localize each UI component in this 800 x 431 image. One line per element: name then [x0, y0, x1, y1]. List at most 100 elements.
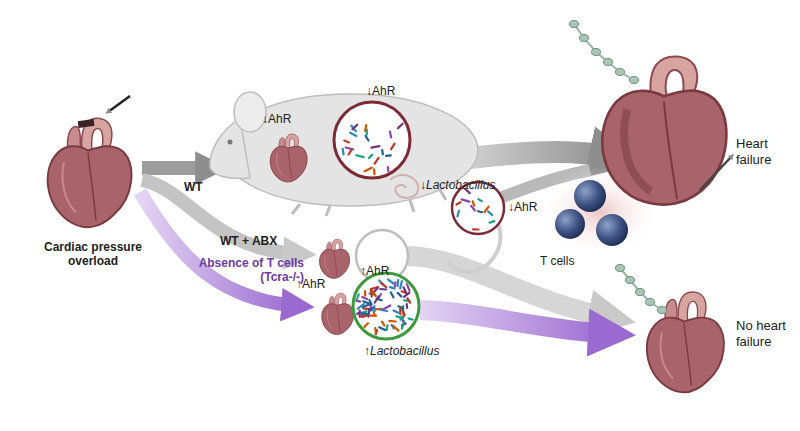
bacteria [457, 188, 495, 229]
bacterium [473, 201, 474, 205]
bacterium [356, 155, 363, 157]
bacterium [391, 144, 395, 150]
bacterium [375, 158, 379, 164]
annotation-label: ↓Lactobacillus [420, 178, 530, 192]
bacterium [462, 199, 470, 201]
heart-illustration [270, 134, 307, 182]
bacterium [352, 125, 357, 130]
bacterium [390, 132, 391, 138]
lymph-node [636, 289, 645, 296]
lymph-node [646, 299, 655, 306]
bacterium [398, 124, 403, 129]
bacterium [379, 327, 385, 330]
pointer-arrow [700, 156, 732, 190]
grey-arrow [470, 152, 615, 158]
bacterium [386, 154, 391, 157]
purple-arrow [140, 192, 298, 306]
lymph-node [592, 49, 601, 56]
bacterium [380, 288, 386, 291]
bacterium [365, 125, 366, 131]
lymph-node-chain [616, 265, 667, 314]
t-cell [574, 180, 606, 212]
bacterium [369, 308, 373, 311]
bacterium [366, 136, 369, 141]
annotation-label: Heart failure [736, 136, 796, 167]
bacterium [363, 323, 369, 328]
annotation-label: ↓AhR [508, 200, 558, 214]
microbiota-circle [334, 102, 410, 178]
bacterium [362, 313, 369, 316]
lymph-node [630, 77, 639, 84]
bacterium [390, 287, 395, 288]
bacterium [473, 228, 479, 230]
annotation-label: WT + ABX [220, 234, 310, 248]
bacterium [388, 279, 394, 283]
annotation-label: ↑AhR [360, 264, 408, 278]
bacterium [374, 328, 377, 334]
annotation-label: Cardiac pressure overload [34, 240, 152, 269]
bacterium [370, 289, 373, 296]
bacterium [369, 155, 372, 158]
bacterium [372, 146, 380, 148]
bacterium [382, 322, 384, 326]
annotation-label: ↓AhR [366, 84, 416, 98]
lymph-node [604, 59, 613, 66]
annotation-label: Absence of T cells (Tcra-/-) [196, 256, 304, 285]
bacterium [406, 304, 409, 308]
bacterium [457, 211, 459, 217]
bacterium [400, 281, 402, 288]
bacterium [490, 221, 495, 223]
bacterium [364, 291, 366, 295]
microbiota-circle [353, 273, 419, 339]
annotation-label: T cells [540, 254, 610, 268]
bacterium [404, 287, 407, 293]
bacterium [407, 283, 410, 290]
lymph-node [616, 265, 625, 272]
annotation-label: WT [184, 180, 224, 194]
bacterium [478, 211, 482, 212]
bacterium [344, 141, 349, 143]
bacterium [371, 290, 376, 296]
purple-arrow [420, 310, 612, 334]
bacterium [381, 150, 384, 154]
bacterium [365, 168, 372, 171]
bacterium [360, 315, 367, 318]
t-cell [596, 214, 628, 246]
bacterium [393, 326, 398, 331]
bacterium [409, 319, 413, 320]
bacterium [355, 300, 360, 302]
lymph-node [580, 35, 589, 42]
bacterium [387, 325, 388, 330]
bacterium [391, 292, 394, 297]
lymph-vessel [620, 268, 662, 310]
bacterium [346, 148, 353, 150]
heart-illustration [319, 239, 349, 278]
bacterium [407, 298, 410, 303]
empty-microbiota-circle [356, 230, 408, 282]
bacterium [457, 202, 461, 204]
bacterium [397, 280, 400, 286]
bacterium [362, 297, 367, 299]
bacterium [389, 320, 395, 323]
bacterium [387, 167, 390, 172]
annotation-label: ↓AhR [262, 112, 312, 126]
lymph-node [658, 307, 667, 314]
bacterium [401, 317, 404, 320]
aortic-constriction-band [78, 119, 95, 128]
bacterium [362, 311, 366, 312]
bacterium [342, 149, 345, 155]
lymph-node [570, 21, 579, 28]
bacterium [373, 169, 376, 174]
bacterium [478, 199, 482, 201]
bacterium [381, 283, 386, 287]
heart-illustration [322, 293, 354, 334]
bacterium [383, 306, 390, 310]
bacterium [370, 315, 376, 317]
bacterium [369, 300, 371, 304]
lymph-node [626, 277, 635, 284]
bacterium [398, 293, 402, 297]
bacterium [349, 150, 352, 154]
lymph-node [616, 69, 625, 76]
